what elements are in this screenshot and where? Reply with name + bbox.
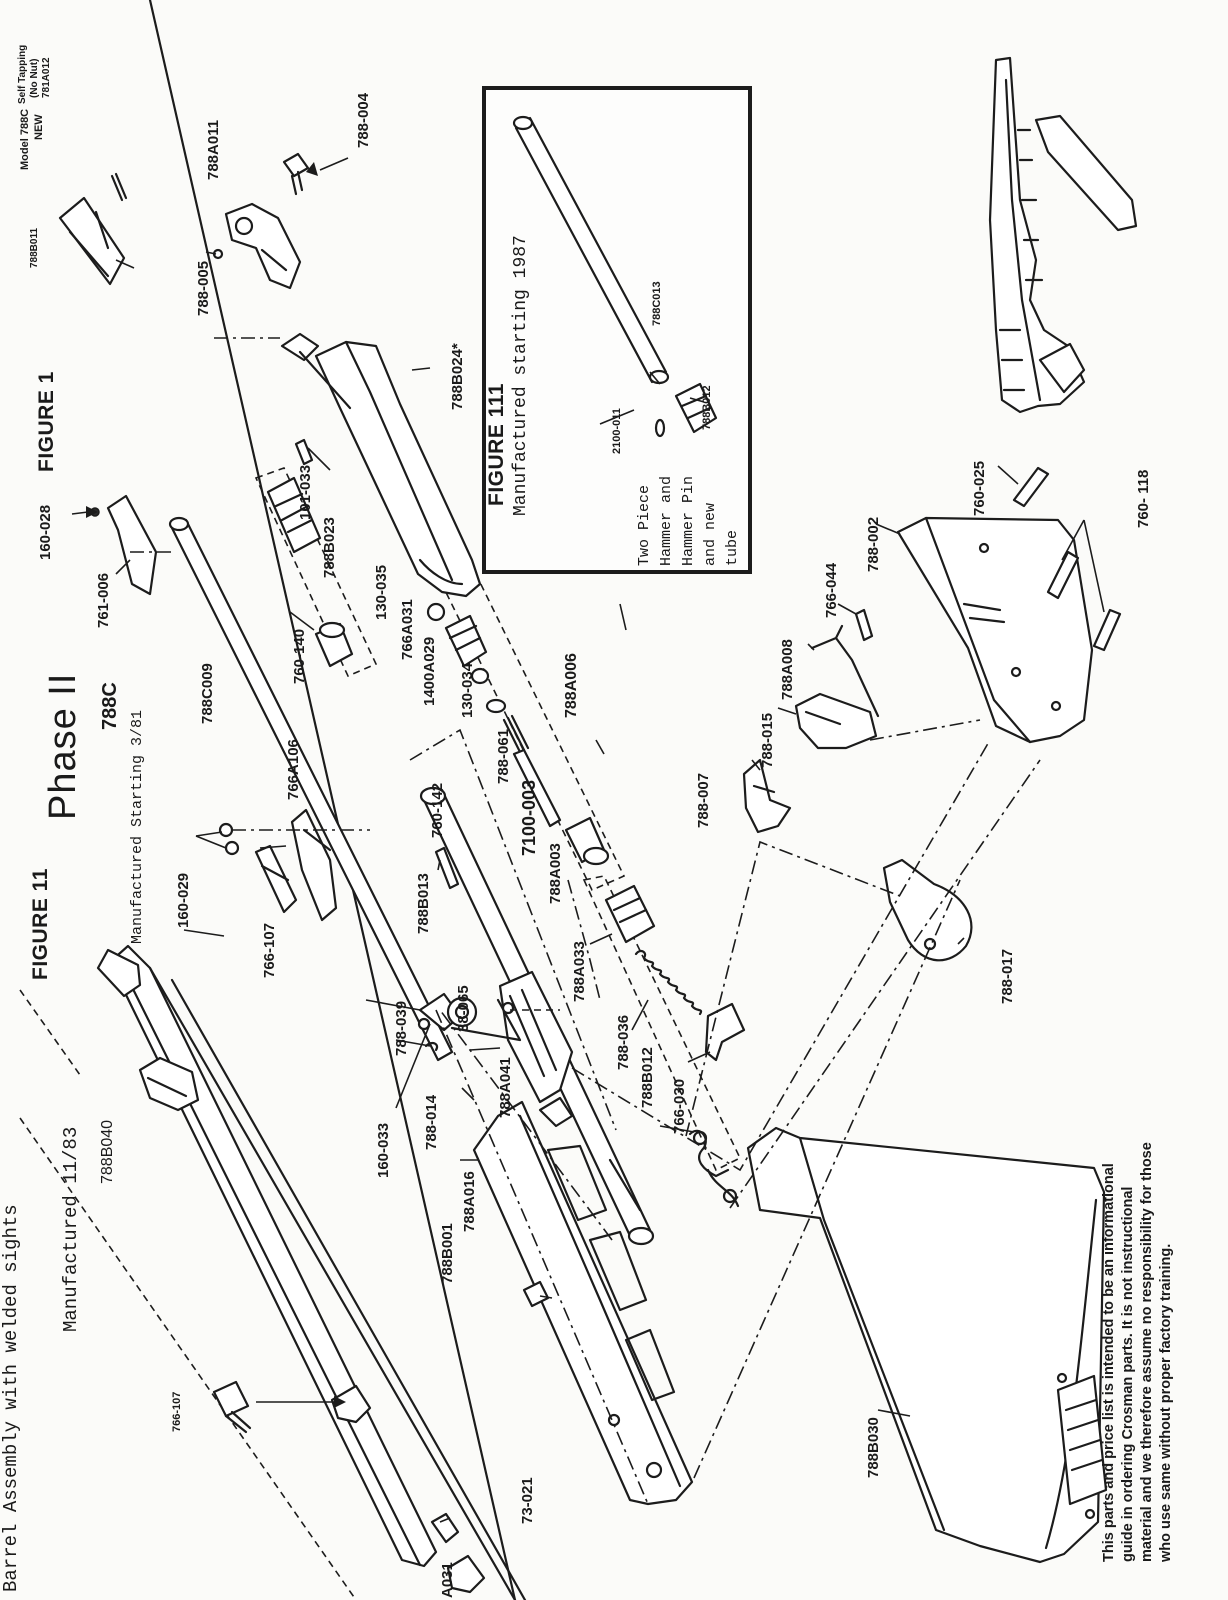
label-788-015: 788-015 — [759, 712, 776, 768]
leader-arrows — [71, 251, 1105, 1523]
label-101-033: 101-033 — [297, 464, 314, 520]
label-760-025: 760-025 — [971, 460, 988, 516]
label-788A003: 788A003 — [547, 843, 564, 904]
valve-assembly — [426, 561, 626, 892]
figure-111-subtitle: Manufactured starting 1987 — [511, 235, 531, 516]
label-A031: A031 — [439, 1562, 456, 1598]
trigger-parts — [742, 608, 880, 834]
buttstock — [746, 1126, 1108, 1564]
phase-title: Phase II — [42, 672, 84, 820]
model-new-part: 788B011 — [29, 227, 40, 268]
figure-1-title: FIGURE 1 — [35, 371, 58, 472]
figure-111-note: Two Piece Hammer and Hammer Pin and new … — [634, 476, 744, 566]
model-new-line1: Model 788C — [19, 108, 31, 170]
label-38-065: 38-065 — [455, 985, 472, 1032]
fore-end — [214, 332, 482, 598]
label-160-028: 160-028 — [37, 504, 54, 560]
disclaimer-line: This parts and price list is intended to… — [1101, 1163, 1117, 1562]
label-73-021: 73-021 — [519, 1477, 536, 1524]
barrel-tube — [90, 494, 454, 1062]
label-788B030: 788B030 — [865, 1417, 882, 1478]
barrel-band — [212, 152, 349, 290]
label-788C013: 788C013 — [651, 281, 663, 326]
model-new-note1: Self Tapping — [17, 44, 28, 104]
receiver-housing — [430, 1096, 694, 1544]
label-130-034: 130-034 — [459, 662, 476, 718]
label-788-007: 788-007 — [695, 772, 712, 828]
disclaimer: This parts and price list is intended to… — [1100, 1142, 1175, 1562]
model-new-note2: (No Nut) — [29, 58, 40, 98]
figure-11-part: 788B040 — [99, 1119, 116, 1184]
figure-111-note-line: Two Piece — [636, 484, 653, 566]
label-788B012-fig111: 788B012 — [701, 385, 713, 430]
label-766A031: 766A031 — [399, 599, 416, 660]
label-130-035: 130-035 — [373, 564, 390, 620]
label-788-004: 788-004 — [355, 92, 372, 148]
label-766-044: 766-044 — [823, 562, 840, 618]
label-788-036: 788-036 — [615, 1014, 632, 1070]
side-cover — [896, 466, 1122, 744]
label-160-033: 160-033 — [375, 1122, 392, 1178]
figure-11-desc: Barrel Assembly with welded sights — [0, 1204, 22, 1592]
label-788A016: 788A016 — [461, 1171, 478, 1232]
label-788B024: 788B024* — [449, 343, 466, 410]
label-1400A029: 1400A029 — [421, 636, 438, 706]
label-788A006: 788A006 — [563, 653, 580, 718]
label-760-142: 760-142 — [429, 782, 446, 838]
label-760-118: 760- 118 — [1135, 469, 1152, 528]
label-788-002: 788-002 — [865, 516, 882, 572]
label-761-006: 761-006 — [95, 572, 112, 628]
model-new-line2: NEW — [33, 114, 45, 140]
label-788B012: 788B012 — [639, 1047, 656, 1108]
label-160-029: 160-029 — [175, 872, 192, 928]
figure-111-note-line: tube — [724, 529, 741, 566]
figure-111-note-line: Hammer and — [658, 475, 675, 566]
model-new-inset — [58, 172, 128, 286]
model-new-note3: 781A012 — [41, 57, 52, 98]
label-788-061: 788-061 — [495, 728, 512, 784]
front-plug — [254, 438, 378, 678]
label-788-005: 788-005 — [195, 260, 212, 316]
figure-111-title: FIGURE 111 — [485, 383, 508, 506]
disclaimer-line: guide in ordering Crosman parts. It is n… — [1119, 1186, 1136, 1562]
label-2100-011: 2100-011 — [611, 408, 623, 454]
model-number: 788C — [99, 682, 121, 730]
label-7100-003: 7100-003 — [519, 779, 539, 856]
label-766-107-fig11: 766-107 — [171, 1391, 183, 1432]
figure-11-title: FIGURE 11 — [29, 868, 52, 980]
figure-11-date: Manufactured 11/83 — [60, 1126, 82, 1332]
figure-111-note-line: Hammer Pin — [680, 475, 697, 566]
label-788B001: 788B001 — [439, 1223, 456, 1284]
manufactured-date: Manufactured Starting 3/81 — [129, 709, 146, 944]
label-788A008: 788A008 — [779, 639, 796, 700]
label-788C009: 788C009 — [199, 663, 216, 724]
label-788B013: 788B013 — [415, 873, 432, 934]
label-788A011: 788A011 — [205, 119, 222, 180]
rear-sight-parts — [218, 808, 370, 922]
barrel-assembly-fig11 — [96, 0, 527, 1600]
label-766A106: 766A106 — [285, 739, 302, 800]
disclaimer-line: material and we therefore assume no resp… — [1138, 1142, 1155, 1562]
label-788B023: 788B023 — [321, 517, 338, 578]
label-766-030: 766-030 — [671, 1078, 688, 1134]
label-788-039: 788-039 — [393, 1000, 410, 1056]
disclaimer-line: who use same without proper factory trai… — [1157, 1243, 1174, 1562]
assembled-rifle-view — [988, 56, 1138, 414]
trigger-group — [417, 970, 574, 1104]
label-766-107: 766-107 — [261, 922, 278, 978]
label-788-014: 788-014 — [423, 1094, 440, 1150]
figure-111-note-line: and new — [702, 502, 719, 566]
figure-111-box — [482, 86, 752, 574]
label-788A033: 788A033 — [571, 941, 588, 1002]
label-760-140: 760-140 — [291, 628, 308, 684]
label-788-017: 788-017 — [999, 948, 1016, 1004]
label-788A041: 788A041 — [497, 1057, 514, 1118]
